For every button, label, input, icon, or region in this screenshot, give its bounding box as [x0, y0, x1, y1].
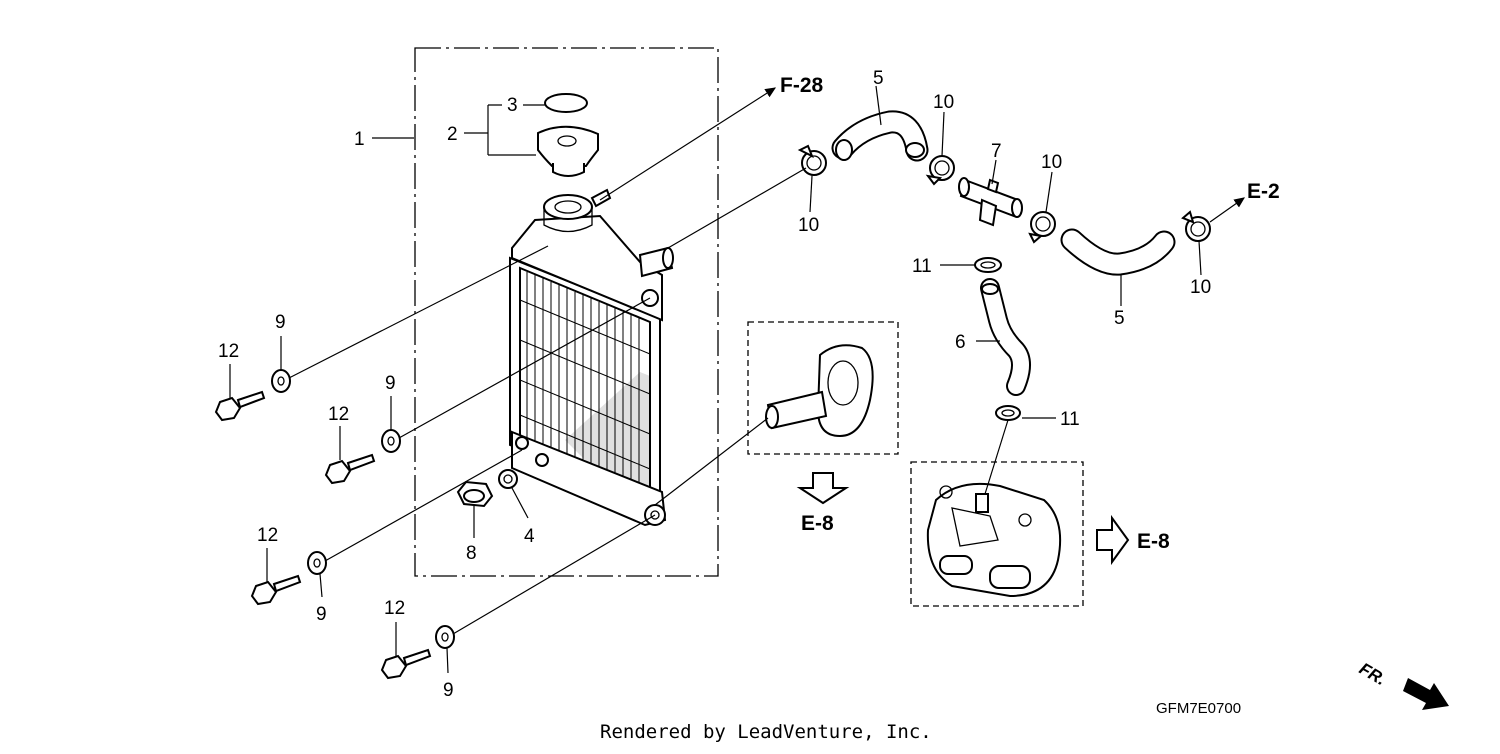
hose-clamp-icon [925, 155, 955, 186]
flange-bolt-icon [324, 453, 376, 485]
radiator-fins [519, 272, 651, 495]
washer-icon [307, 551, 327, 575]
reference-e8-down: E-8 [801, 512, 834, 535]
flange-bolt-icon [250, 574, 302, 606]
flange-bolt-icon [380, 648, 432, 680]
callout-5-upper: 5 [873, 68, 884, 89]
callout-10-b: 10 [1041, 152, 1062, 173]
cap-seal [544, 93, 588, 113]
callout-12-c: 12 [257, 525, 278, 546]
callout-9-c: 9 [316, 604, 327, 625]
reference-e8-right: E-8 [1137, 530, 1170, 553]
callout-6: 6 [955, 332, 966, 353]
hose-clamp-icon [1181, 210, 1211, 242]
callout-9-b: 9 [385, 373, 396, 394]
small-clamp-icon [995, 405, 1021, 421]
callout-12-b: 12 [328, 404, 349, 425]
callout-9-a: 9 [275, 312, 286, 333]
water-outlet [765, 344, 874, 438]
flange-bolt-icon [214, 390, 266, 422]
callout-11-b: 11 [1060, 409, 1080, 430]
callout-3: 3 [507, 95, 518, 116]
small-clamp-icon [974, 257, 1002, 273]
o-ring [498, 469, 518, 489]
callout-8: 8 [466, 543, 477, 564]
callout-2: 2 [447, 124, 458, 145]
callout-10-d: 10 [1190, 277, 1211, 298]
callout-11-a: 11 [912, 256, 932, 277]
detail-box-water-pump [910, 461, 1084, 607]
hose-clamp-icon [1028, 211, 1056, 244]
radiator [509, 188, 674, 527]
radiator-cap [537, 125, 599, 177]
washer-icon [435, 625, 455, 649]
callout-12-a: 12 [218, 341, 239, 362]
leader-lines [229, 85, 1245, 674]
reference-e2: E-2 [1247, 180, 1280, 203]
water-pump-cover [926, 482, 1062, 598]
credit-line: Rendered by LeadVenture, Inc. [600, 721, 932, 743]
detail-box-outlet [747, 321, 899, 455]
t-joint [958, 177, 1023, 227]
callout-labels: 1 2 3 5 10 7 10 10 10 11 5 6 11 12 9 12 … [218, 68, 1211, 701]
callout-4: 4 [524, 526, 535, 547]
callout-9-d: 9 [443, 680, 454, 701]
callout-10-c: 10 [798, 215, 819, 236]
front-direction-arrow-icon [1403, 678, 1449, 710]
washer-icon [271, 369, 291, 393]
callout-1: 1 [354, 129, 365, 150]
hose-clamp-icon [797, 144, 827, 176]
drain-bolt [456, 480, 494, 508]
arrow-down-icon [796, 472, 850, 505]
reference-f28: F-28 [780, 74, 824, 97]
callout-5-lower: 5 [1114, 308, 1125, 329]
callout-10-a: 10 [933, 92, 954, 113]
callout-12-d: 12 [384, 598, 405, 619]
washer-icon [381, 429, 401, 453]
front-direction-label: FR. [1356, 659, 1389, 689]
assembly-boundary [414, 47, 719, 577]
arrow-right-icon [1096, 514, 1130, 566]
callout-7: 7 [991, 141, 1002, 162]
diagram-code: GFM7E0700 [1156, 700, 1241, 717]
